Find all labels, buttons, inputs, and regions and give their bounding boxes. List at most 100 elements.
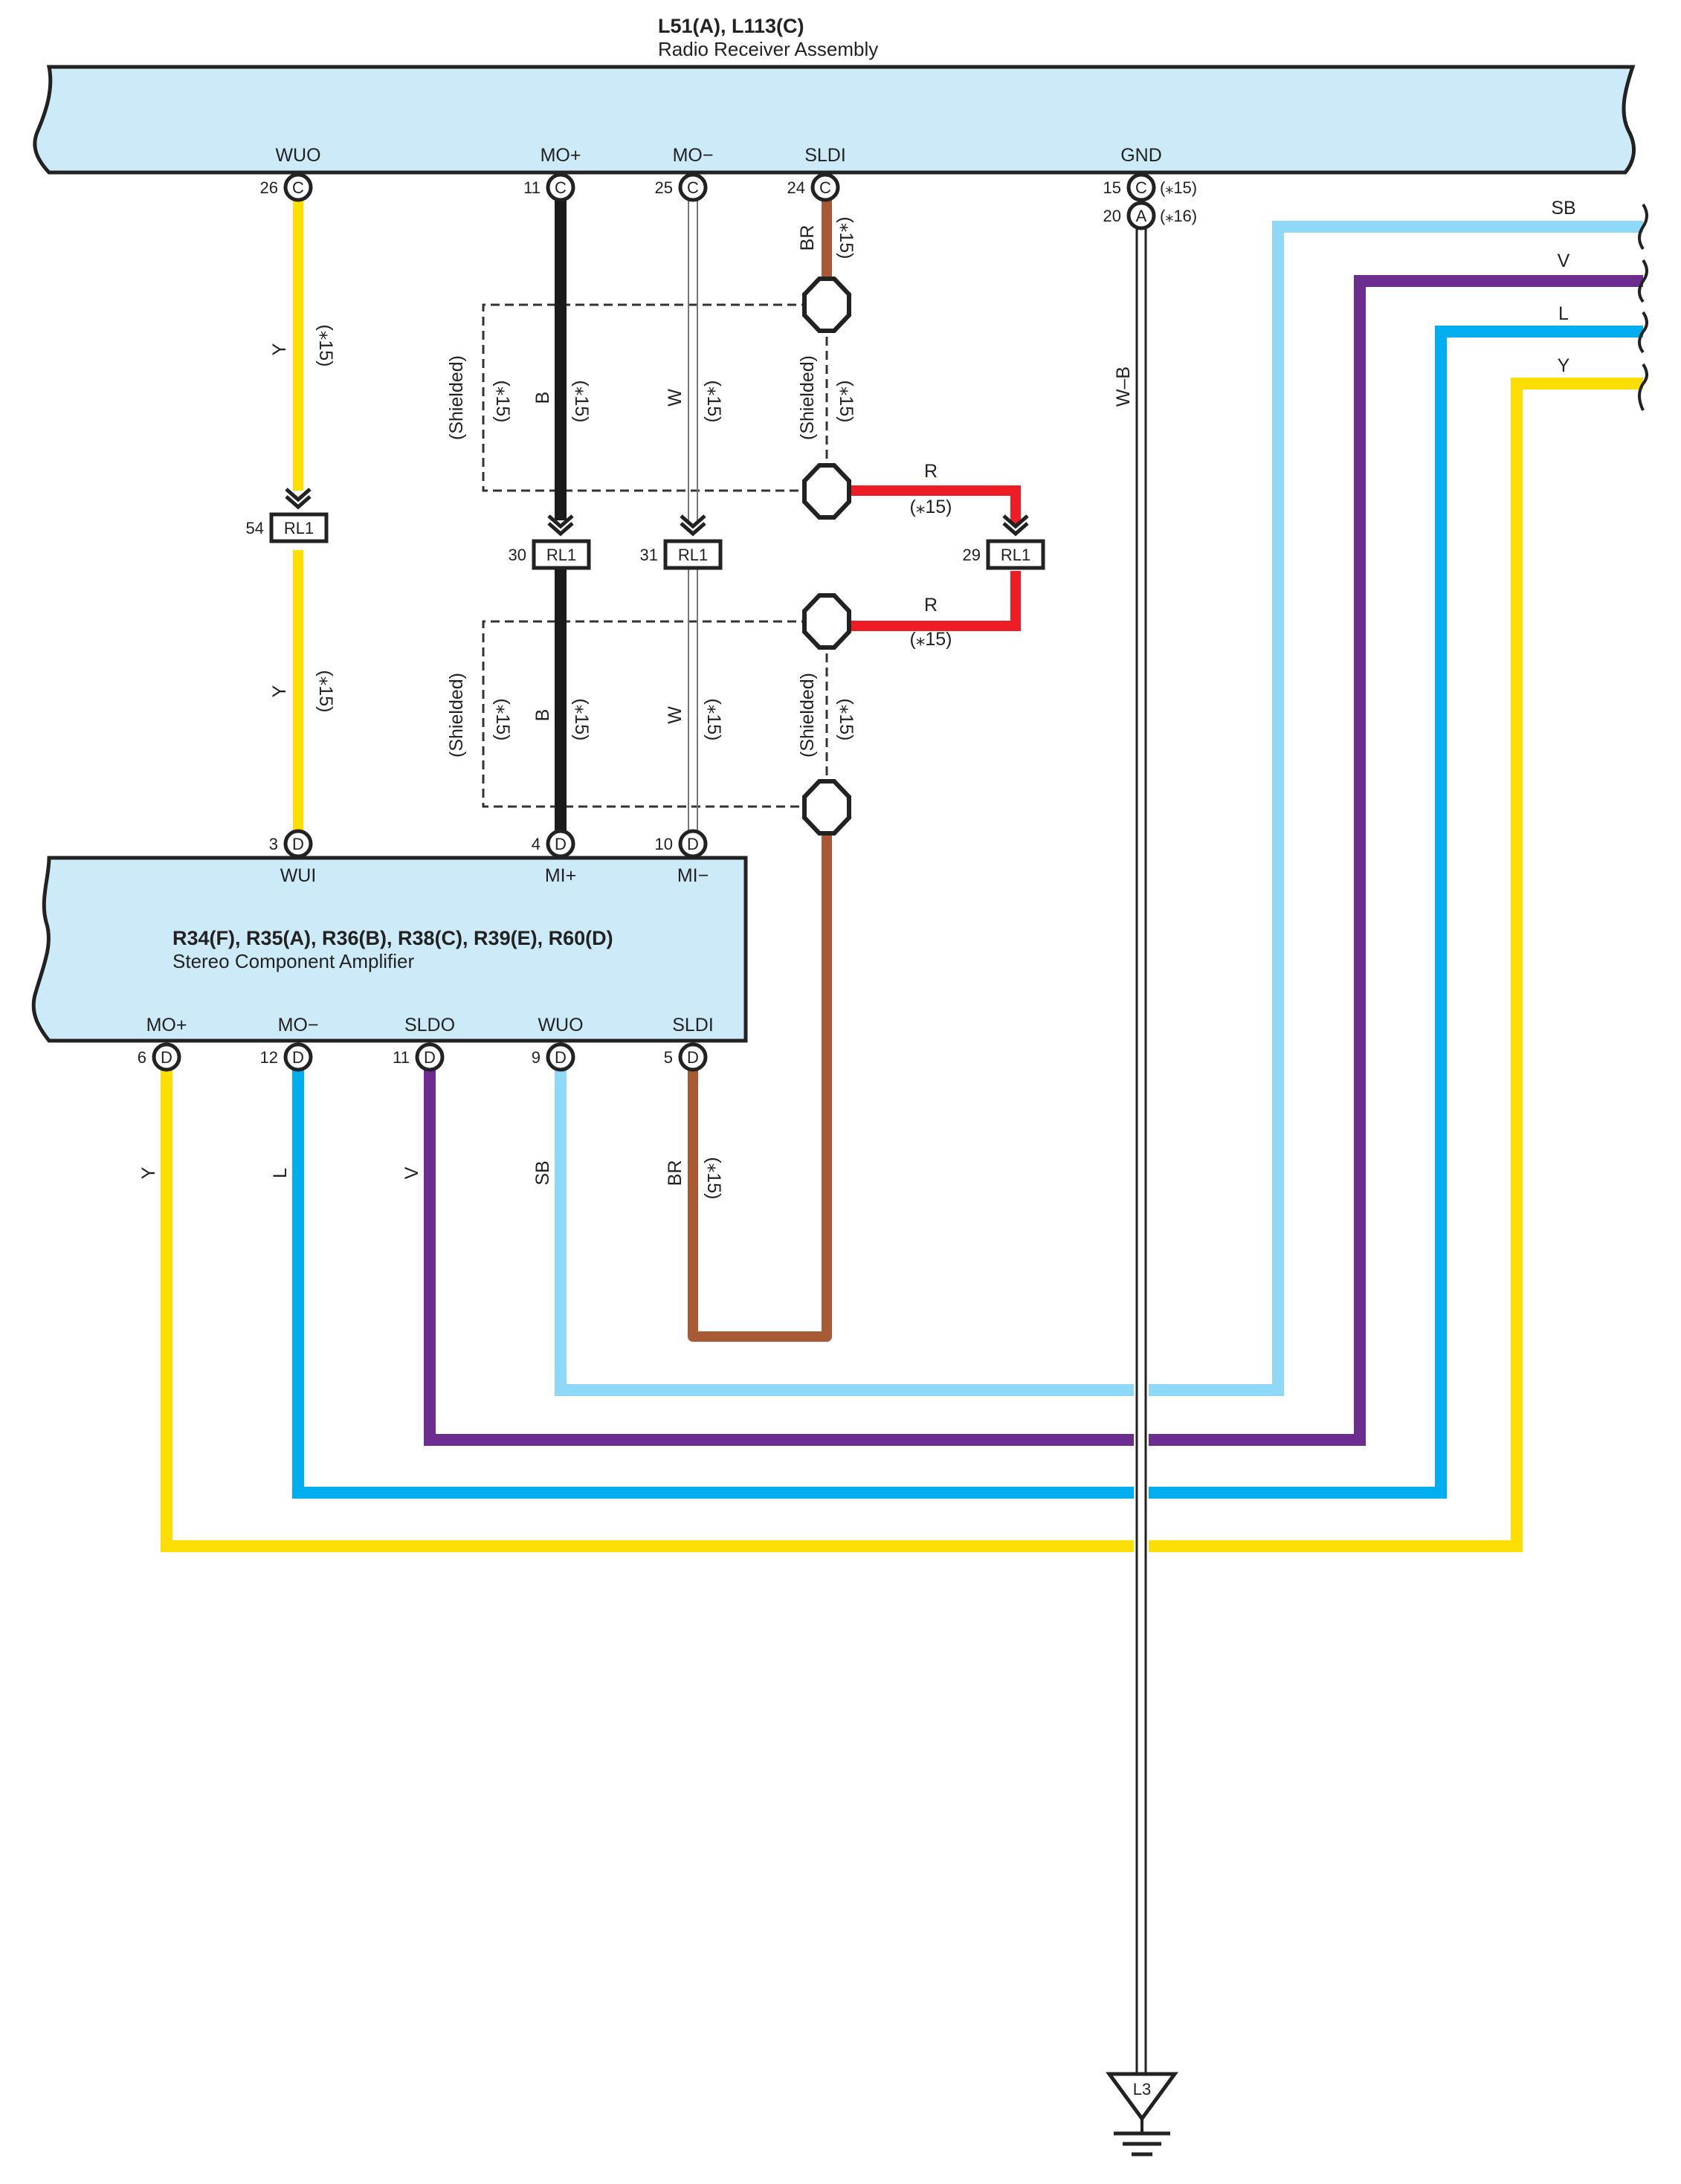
conn-letter: D <box>292 835 304 853</box>
wire-label-y: Y <box>269 343 290 355</box>
pin-number: 11 <box>523 178 541 197</box>
note-star15: (⁎15) <box>910 497 952 517</box>
conn-letter: D <box>292 1048 304 1067</box>
wire-wb-ground <box>1134 223 1149 2074</box>
pin-number: 24 <box>787 178 805 197</box>
note-shielded: (Shielded) <box>797 355 818 440</box>
wire-r-lower <box>849 571 1021 631</box>
wire-v-sldo <box>424 275 1643 1446</box>
amplifier-pin-mi-plus-label: MI+ <box>545 865 576 886</box>
conn-letter: D <box>687 835 699 853</box>
wire-r-upper <box>849 485 1021 524</box>
shield-box-upper <box>482 303 828 492</box>
wire-label-br: BR <box>797 225 818 251</box>
conn-letter: D <box>161 1048 172 1067</box>
terminal-amp-3 <box>283 829 313 859</box>
conn-letter: C <box>687 178 699 197</box>
conn-letter: C <box>555 178 567 197</box>
note-star15: (⁎15) <box>315 671 336 713</box>
wire-label-r: R <box>924 595 938 616</box>
note-star15: (⁎15) <box>836 217 856 259</box>
amplifier-pin-mo-minus-label: MO− <box>278 1015 319 1036</box>
wire-label-y: Y <box>1558 355 1570 376</box>
terminal-amp-6 <box>152 1042 181 1072</box>
note-star15: (⁎15) <box>315 325 336 367</box>
conn-letter: D <box>555 1048 567 1067</box>
wire-break-marks <box>1638 203 1648 411</box>
note-shielded: (Shielded) <box>446 673 467 757</box>
junction-29-num: 29 <box>963 546 981 564</box>
conn-letter: D <box>555 835 567 853</box>
wire-sb-wuo <box>555 221 1643 1396</box>
amplifier-pin-sldo-label: SLDO <box>404 1015 455 1036</box>
receiver-pin-mo-minus-label: MO− <box>673 145 714 166</box>
junction-31: RL1 31 <box>640 514 723 570</box>
conn-letter: D <box>424 1048 436 1067</box>
note-star15: (⁎15) <box>492 381 513 423</box>
pin-number: 11 <box>393 1048 410 1067</box>
terminal-amp-5 <box>678 1042 708 1072</box>
pin-number: 20 <box>1103 207 1121 225</box>
terminal-amp-9 <box>546 1042 575 1072</box>
pin-number: 26 <box>260 178 278 197</box>
wire-label-sb: SB <box>1551 198 1575 219</box>
wire-label-w: W <box>665 706 685 724</box>
wire-label-b: B <box>532 709 553 722</box>
wire-label-y: Y <box>138 1166 159 1179</box>
wire-label-l: L <box>1558 303 1569 324</box>
shield-box-lower <box>482 620 828 808</box>
wire-label-b: B <box>532 392 553 404</box>
pin-number: 12 <box>260 1048 278 1067</box>
receiver-code: L51(A), L113(C) <box>658 15 804 37</box>
junction-30: RL1 30 <box>509 514 591 570</box>
receiver-pin-wuo-label: WUO <box>275 145 320 166</box>
wire-label-l: L <box>270 1168 291 1178</box>
junction-30-num: 30 <box>509 546 526 564</box>
note-star15: (⁎15) <box>571 699 592 741</box>
wire-label-y: Y <box>269 685 290 697</box>
terminal-amp-12 <box>283 1042 313 1072</box>
ground-l3: L3 <box>1106 2072 1178 2156</box>
receiver-box <box>33 65 1636 175</box>
shield-splice-3 <box>802 593 851 650</box>
wire-label-wb: W–B <box>1113 366 1134 407</box>
pin-number: 9 <box>532 1048 541 1067</box>
receiver-pin-gnd-label: GND <box>1120 145 1162 166</box>
junction-54-name: RL1 <box>284 519 314 537</box>
amplifier-pin-wui-label: WUI <box>280 865 317 886</box>
note-star15: (⁎15) <box>703 699 724 741</box>
note-star15: (⁎15) <box>836 699 856 741</box>
amplifier-box <box>31 856 748 1043</box>
terminal-receiver-11 <box>546 172 575 202</box>
conn-letter: C <box>819 178 831 197</box>
junction-29: RL1 29 <box>963 514 1045 570</box>
terminal-receiver-25 <box>678 172 708 202</box>
amplifier-pin-mi-minus-label: MI− <box>677 865 709 886</box>
pin-number: 15 <box>1103 178 1121 197</box>
ground-label: L3 <box>1133 2080 1151 2099</box>
conn-letter: C <box>292 178 304 197</box>
wire-label-v: V <box>1558 251 1570 271</box>
terminal-amp-10 <box>678 829 708 859</box>
junction-29-name: RL1 <box>1001 546 1030 564</box>
terminal-receiver-24 <box>810 172 840 202</box>
junction-54-num: 54 <box>246 519 264 537</box>
amplifier-pin-sldi-label: SLDI <box>672 1015 714 1036</box>
note-star15: (⁎15) <box>703 1157 724 1200</box>
terminal-amp-11 <box>415 1042 445 1072</box>
pin-number: 25 <box>655 178 673 197</box>
shield-splice-2 <box>802 463 851 520</box>
wire-label-v: V <box>401 1166 422 1179</box>
pin-number: 5 <box>664 1048 673 1067</box>
terminal-amp-4 <box>546 829 575 859</box>
pin-number: 6 <box>138 1048 146 1067</box>
wire-w-mo-minus <box>688 187 698 844</box>
wire-label-r: R <box>924 461 938 482</box>
wire-y-mo-plus <box>161 378 1643 1552</box>
junction-31-name: RL1 <box>678 546 708 564</box>
note-shielded: (Shielded) <box>797 673 818 757</box>
amplifier-code: R34(F), R35(A), R36(B), R38(C), R39(E), … <box>172 927 613 949</box>
wire-label-sb: SB <box>532 1160 553 1185</box>
amplifier-name: Stereo Component Amplifier <box>172 950 415 972</box>
